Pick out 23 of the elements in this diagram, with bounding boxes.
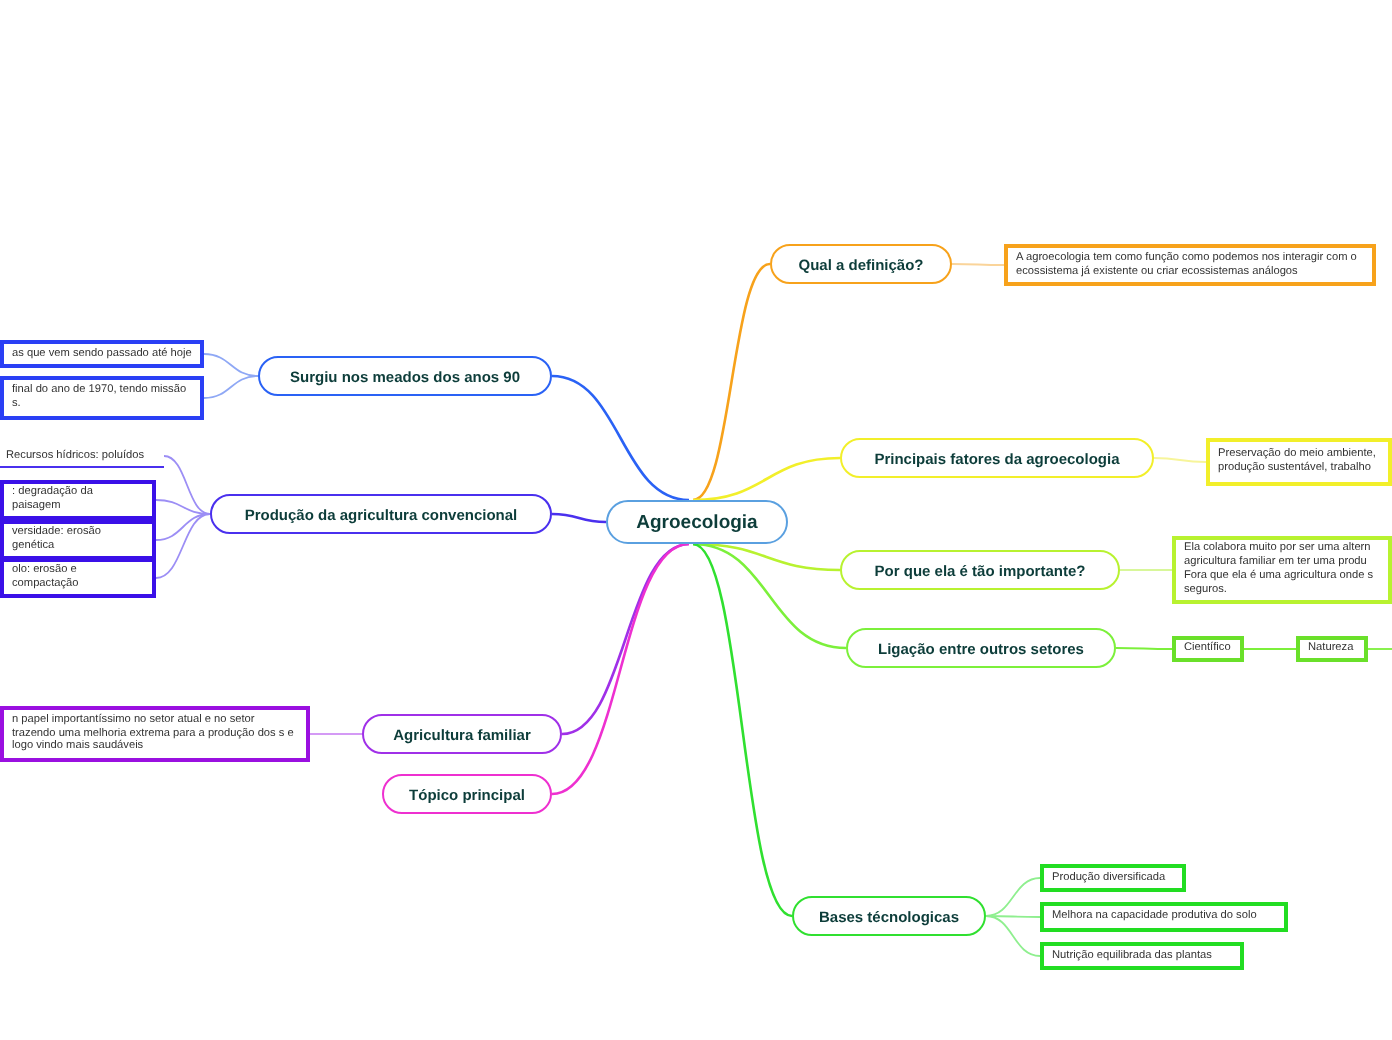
connector-line [985, 915, 1041, 918]
connector-line [163, 455, 211, 515]
connector-line [155, 499, 211, 515]
connector-line [1115, 647, 1173, 650]
connector-line [551, 542, 690, 796]
connector-line [155, 513, 211, 579]
connector-line [551, 512, 607, 524]
connector-line [551, 374, 690, 502]
connector-line [203, 375, 259, 399]
connector-line [309, 733, 363, 735]
connector-line [692, 542, 793, 918]
connector-line [1119, 569, 1173, 571]
connector-line [692, 456, 841, 502]
connector-line [155, 513, 211, 541]
connector-line [1243, 648, 1297, 650]
connector-line [203, 353, 259, 377]
connector-line [692, 262, 771, 502]
connector-line [985, 915, 1041, 957]
connector-line [1153, 457, 1207, 463]
connector-line [1367, 648, 1392, 650]
central-topic: Agroecologia [606, 500, 788, 544]
connector-line [951, 263, 1005, 266]
connector-line [985, 877, 1041, 917]
